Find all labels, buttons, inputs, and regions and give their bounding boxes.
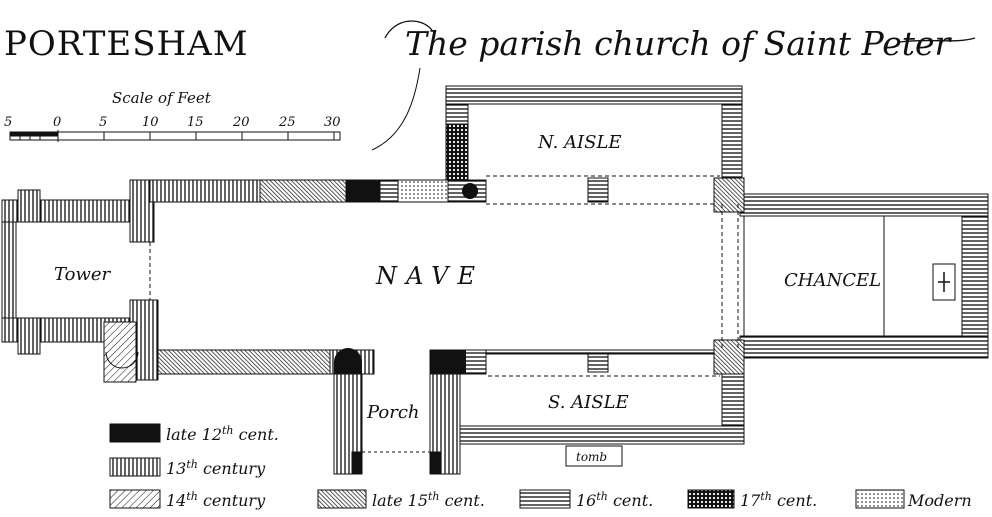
legend-label: 17 <box>740 491 761 510</box>
svg-text:16th cent.: 16th cent. <box>576 490 653 510</box>
north-aisle-dashes <box>486 175 720 205</box>
legend-sup: th <box>186 458 198 471</box>
porch-walls <box>333 373 461 475</box>
legend-label: 13 <box>166 459 186 478</box>
legend-label: 16 <box>576 491 596 510</box>
tower-label: Tower <box>54 264 112 285</box>
chancel-walls <box>713 177 989 375</box>
svg-text:17th cent.: 17th cent. <box>740 490 817 510</box>
legend-suffix: century <box>198 491 266 510</box>
svg-text:late 15th cent.: late 15th cent. <box>372 490 485 510</box>
legend-sup: th <box>596 490 608 503</box>
scale-tick-label: 30 <box>324 115 341 130</box>
svg-text:14th century: 14th century <box>166 490 266 510</box>
scale-bar <box>9 130 341 142</box>
south-aisle-label: S. AISLE <box>548 392 629 413</box>
scale-tick-label: 5 <box>4 115 12 130</box>
svg-text:Modern: Modern <box>907 491 972 510</box>
legend-item-14th: 14th century <box>109 489 266 510</box>
legend-item-modern: Modern <box>855 489 972 510</box>
porch-label: Porch <box>366 402 420 423</box>
svg-text:13th century: 13th century <box>166 458 266 478</box>
chancel-arch-dashes <box>721 204 739 350</box>
legend-sup: th <box>222 424 234 437</box>
legend-sup: th <box>428 490 440 503</box>
legend-sup: th <box>186 490 198 503</box>
pointer-line <box>371 67 421 151</box>
tower-stair <box>105 351 139 369</box>
title-flourish <box>384 20 976 43</box>
legend-item-late15th: late 15th cent. <box>317 489 485 510</box>
tomb-label: tomb <box>576 450 607 464</box>
legend-item-16th: 16th cent. <box>519 489 653 510</box>
legend-label: 14 <box>166 491 186 510</box>
chancel-step <box>743 216 885 336</box>
nave-north-wall <box>149 179 487 203</box>
legend-item-13th: 13th century <box>109 457 266 478</box>
legend-item-late12: late 12th cent. <box>109 423 279 444</box>
tower-walls <box>1 179 159 383</box>
legend-suffix: cent. <box>440 491 485 510</box>
arcade-piers <box>587 177 609 373</box>
legend-suffix: cent. <box>772 491 817 510</box>
tomb-box <box>565 445 623 467</box>
legend: late 12th cent. 13th century 14th centur… <box>109 423 972 510</box>
legend-sup: th <box>760 490 772 503</box>
scale-tick-label: 15 <box>187 115 204 130</box>
legend-suffix: cent. <box>234 425 279 444</box>
scale-label: Scale of Feet <box>112 89 212 107</box>
place-title: PORTESHAM <box>4 24 249 64</box>
altar-cross-icon <box>932 263 956 301</box>
church-subtitle: The parish church of Saint Peter <box>405 24 953 63</box>
scale-tick-label: 5 <box>99 115 107 130</box>
scale-tick-label: 0 <box>53 115 61 130</box>
north-aisle-label: N. AISLE <box>537 132 622 153</box>
north-pier <box>462 183 478 199</box>
chancel-label: CHANCEL <box>784 270 881 291</box>
south-pier-right <box>430 350 466 374</box>
scale-ticks: 5 0 5 10 15 20 25 30 <box>4 115 341 130</box>
svg-text:late 12th cent.: late 12th cent. <box>166 424 279 444</box>
legend-label: late 15 <box>372 491 428 510</box>
legend-suffix: cent. <box>608 491 653 510</box>
legend-label: late 12 <box>166 425 222 444</box>
nave-label: NAVE <box>375 262 484 290</box>
scale-tick-label: 20 <box>232 115 250 130</box>
scale-tick-label: 25 <box>278 115 296 130</box>
south-pier-left <box>334 348 362 374</box>
legend-label: Modern <box>907 491 972 510</box>
legend-item-17th: 17th cent. <box>687 489 817 510</box>
legend-suffix: century <box>198 459 266 478</box>
scale-tick-label: 10 <box>142 115 159 130</box>
north-aisle-walls <box>445 85 743 181</box>
